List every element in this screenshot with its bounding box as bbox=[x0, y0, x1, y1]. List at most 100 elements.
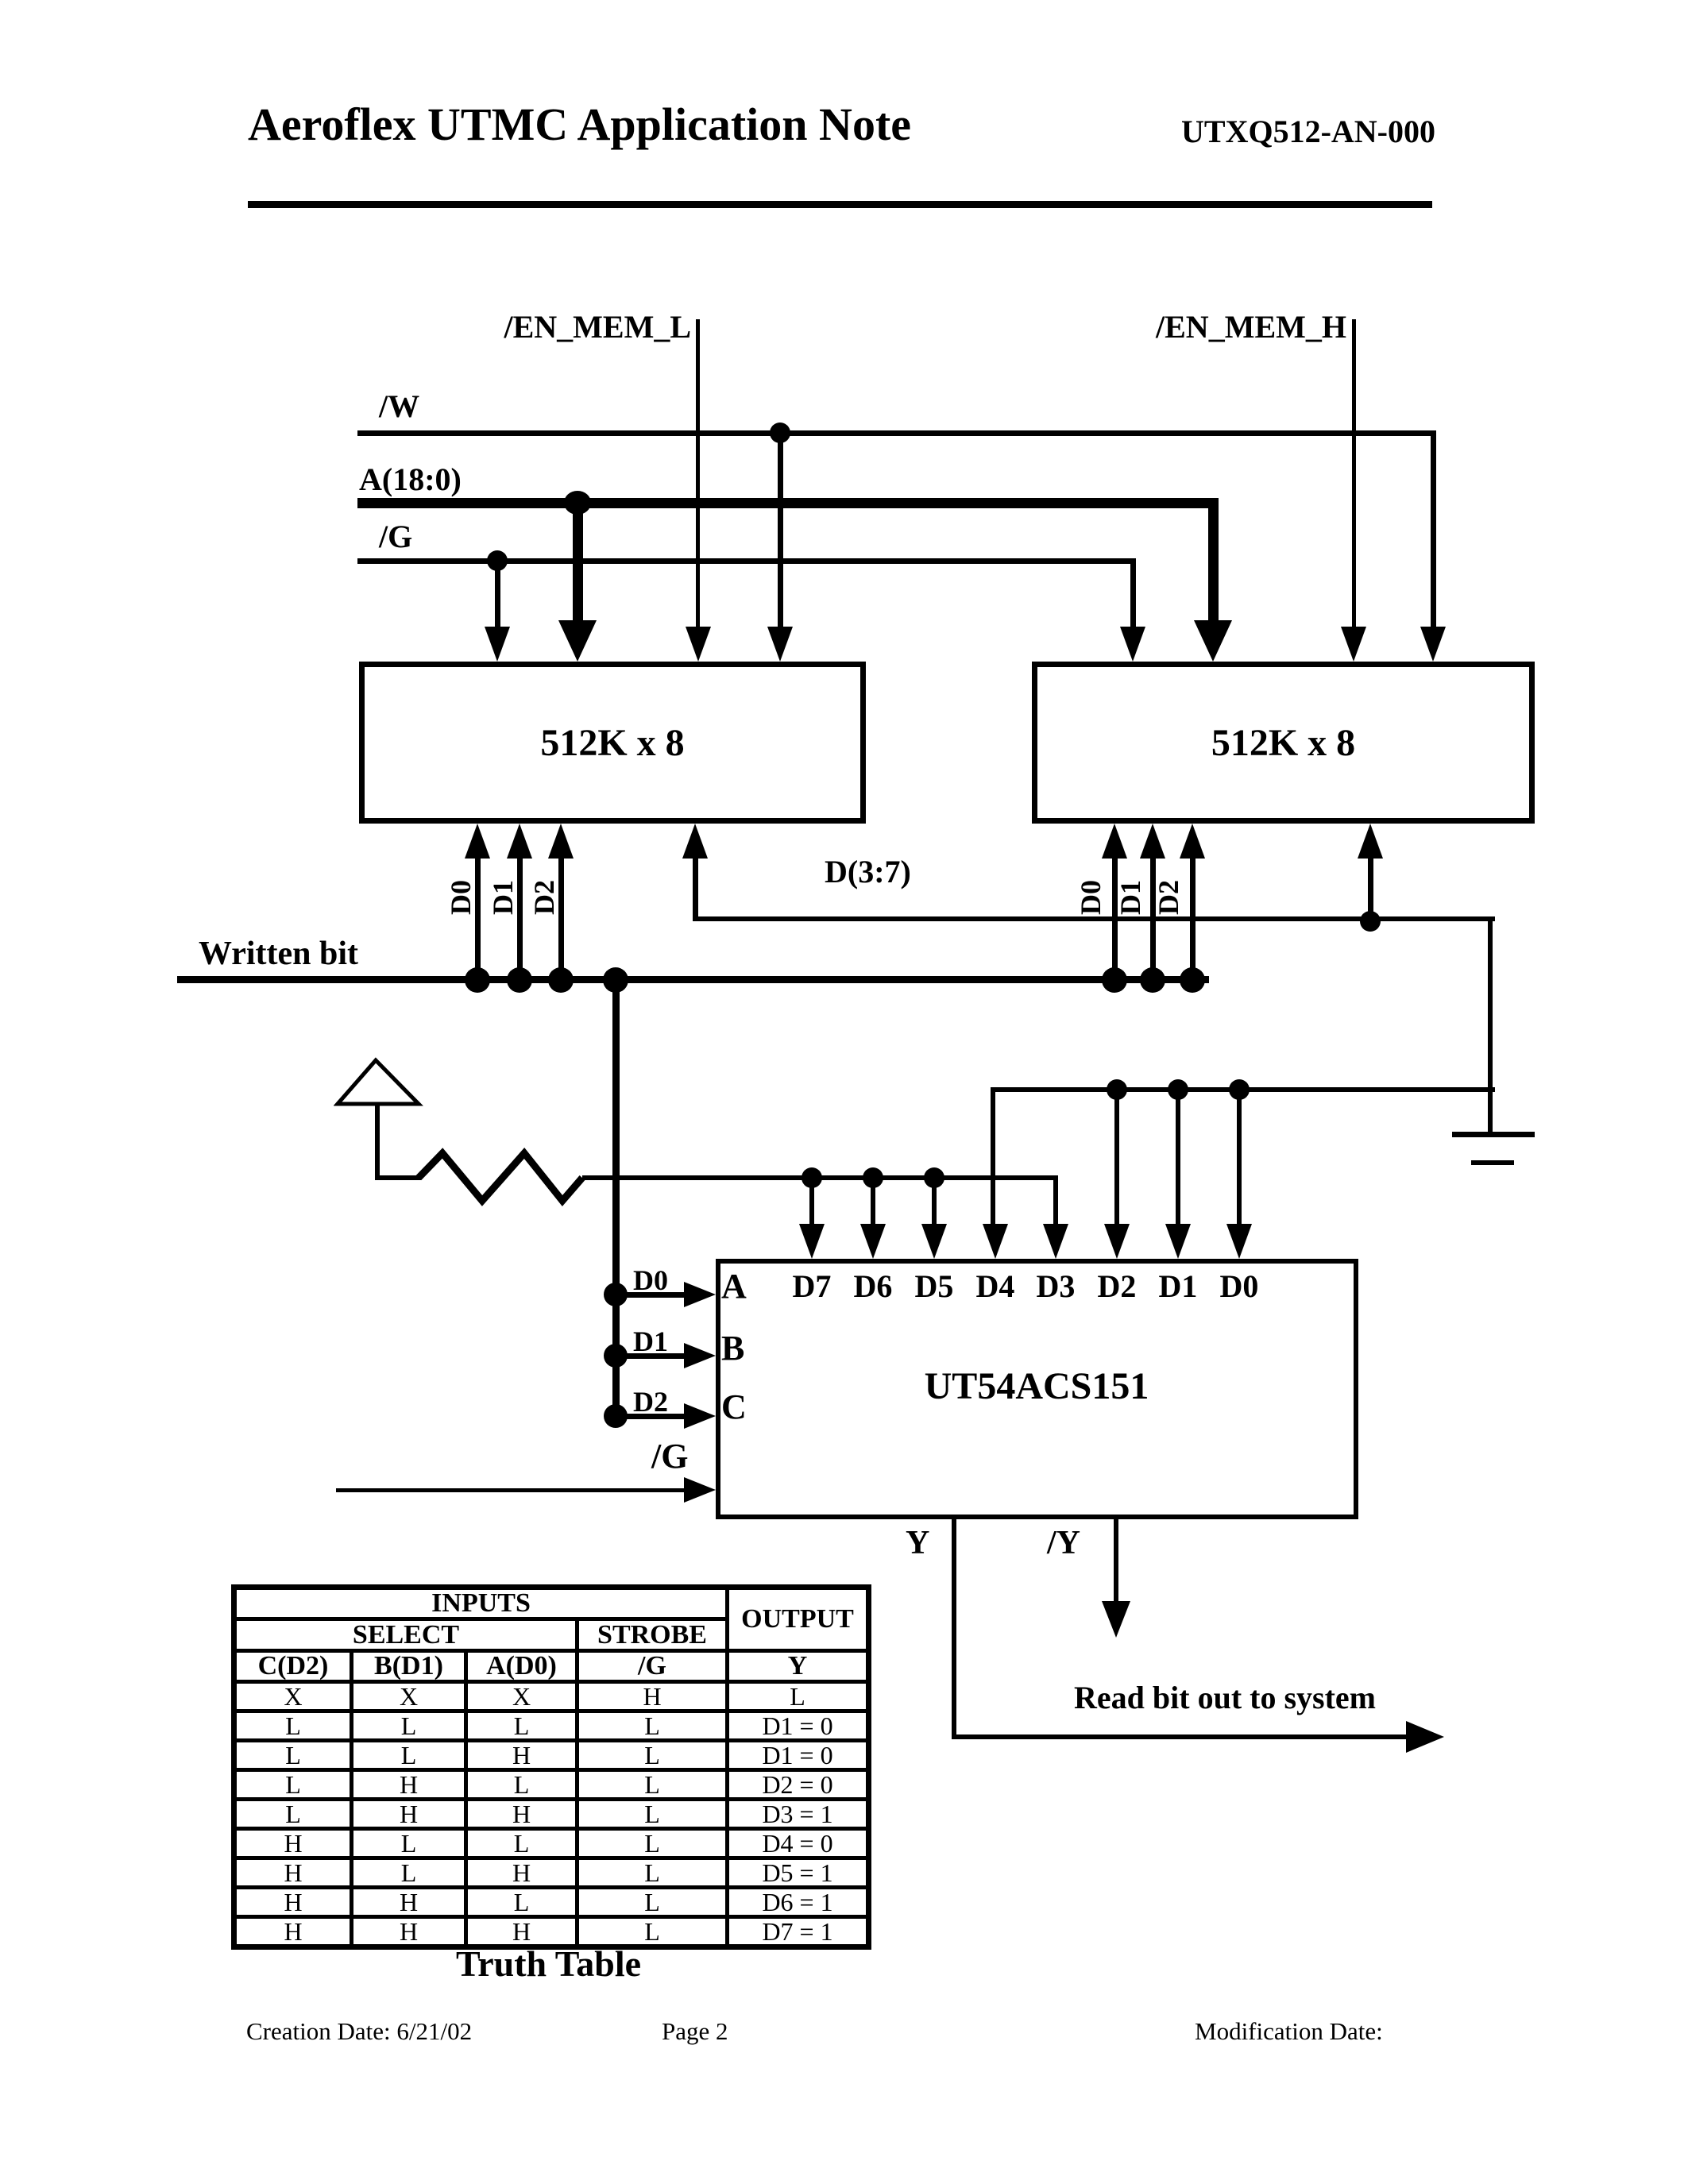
mux-d7-wire bbox=[809, 1178, 814, 1227]
footer-creation-date: Creation Date: 6/21/02 bbox=[246, 2017, 473, 2045]
junction-dot bbox=[1102, 967, 1127, 993]
arrow-right-icon bbox=[684, 1282, 716, 1307]
table-cell: H bbox=[350, 1915, 468, 1949]
arrow-down-icon bbox=[767, 627, 793, 662]
write-branch-right bbox=[1431, 430, 1436, 630]
junction-dot bbox=[564, 491, 591, 515]
y-inv-output-wire bbox=[1114, 1519, 1118, 1603]
mux-part-number: UT54ACS151 bbox=[924, 1365, 1149, 1407]
data-wire-d1 bbox=[1150, 851, 1156, 981]
arrow-down-icon bbox=[1104, 1224, 1130, 1259]
arrow-right-icon bbox=[684, 1477, 716, 1503]
table-cell: L bbox=[232, 1768, 353, 1801]
junction-dot bbox=[465, 967, 490, 993]
mux-d3-wire bbox=[1053, 1178, 1058, 1227]
truth-table: INPUTS OUTPUT SELECT STROBE C(D2) B(D1) … bbox=[231, 1584, 872, 1950]
junction-dot bbox=[507, 967, 532, 993]
data-bus-label: D(3:7) bbox=[825, 854, 911, 889]
pin-label-d0: D0 bbox=[445, 880, 477, 915]
memory-block-label: 512K x 8 bbox=[1211, 721, 1356, 764]
en-mem-h-label: /EN_MEM_H bbox=[1156, 309, 1346, 345]
pin-label-d2: D2 bbox=[528, 880, 560, 915]
table-cell: L bbox=[464, 1885, 579, 1919]
pin-label-d1: D1 bbox=[487, 880, 519, 915]
pin-label-d0: D0 bbox=[1075, 880, 1107, 915]
select-wire-a bbox=[616, 1292, 686, 1298]
table-cell: L bbox=[574, 1915, 730, 1949]
address-bus-wire bbox=[357, 498, 1219, 508]
pullup-network bbox=[334, 1057, 585, 1207]
table-cell: L bbox=[574, 1856, 730, 1889]
arrow-down-icon bbox=[1226, 1224, 1252, 1259]
junction-dot bbox=[770, 423, 790, 443]
select-feed-wire bbox=[612, 979, 620, 1418]
table-cell: D4 = 0 bbox=[725, 1827, 871, 1860]
ground-wire bbox=[1488, 917, 1493, 1136]
output-enable-wire bbox=[357, 558, 1136, 564]
memory-block-label: 512K x 8 bbox=[540, 721, 685, 764]
table-header: C(D2) bbox=[232, 1649, 353, 1684]
table-header: B(D1) bbox=[350, 1649, 468, 1684]
strobe-wire bbox=[336, 1488, 697, 1492]
arrow-down-icon bbox=[860, 1224, 886, 1259]
junction-dot bbox=[1140, 967, 1165, 993]
table-header: OUTPUT bbox=[725, 1585, 871, 1653]
write-branch-left bbox=[778, 433, 783, 630]
table-cell: L bbox=[232, 1797, 353, 1831]
table-cell: L bbox=[464, 1827, 579, 1860]
table-cell: H bbox=[232, 1915, 353, 1949]
table-cell: H bbox=[232, 1827, 353, 1860]
mux-pin-d6: D6 bbox=[853, 1268, 893, 1304]
junction-dot bbox=[548, 967, 574, 993]
table-cell: L bbox=[574, 1885, 730, 1919]
table-cell: H bbox=[464, 1915, 579, 1949]
table-cell: X bbox=[464, 1680, 579, 1713]
table-header: /G bbox=[574, 1649, 730, 1684]
data-bus-wire bbox=[1368, 851, 1373, 921]
table-cell: H bbox=[464, 1738, 579, 1772]
table-cell: L bbox=[350, 1827, 468, 1860]
table-cell: L bbox=[464, 1768, 579, 1801]
arrow-down-icon bbox=[1043, 1224, 1068, 1259]
mux-pin-d5: D5 bbox=[914, 1268, 954, 1304]
mux-output-y-label: Y bbox=[906, 1525, 930, 1561]
mux-pin-d7: D7 bbox=[792, 1268, 832, 1304]
table-cell: L bbox=[574, 1827, 730, 1860]
table-cell: D2 = 0 bbox=[725, 1768, 871, 1801]
mux-select-b: B bbox=[721, 1329, 745, 1368]
arrow-down-icon bbox=[799, 1224, 825, 1259]
table-cell: D1 = 0 bbox=[725, 1709, 871, 1742]
mux-d2-wire bbox=[1114, 1087, 1119, 1227]
mux-pin-d2: D2 bbox=[1097, 1268, 1137, 1304]
memory-block-low: 512K x 8 bbox=[359, 662, 866, 824]
mux-d5-wire bbox=[932, 1178, 937, 1227]
ground-icon bbox=[1452, 1132, 1535, 1137]
output-enable-label: /G bbox=[379, 519, 413, 554]
bus-arrow-down-icon bbox=[558, 620, 597, 662]
table-cell: L bbox=[574, 1768, 730, 1801]
mux-d6-wire bbox=[871, 1178, 875, 1227]
table-cell: H bbox=[574, 1680, 730, 1713]
arrow-down-icon bbox=[686, 627, 711, 662]
mux-pin-d4: D4 bbox=[975, 1268, 1015, 1304]
arrow-down-icon bbox=[1341, 627, 1366, 662]
arrow-down-icon bbox=[1102, 1601, 1130, 1638]
vcc-triangle-icon bbox=[334, 1057, 423, 1106]
table-cell: D5 = 1 bbox=[725, 1856, 871, 1889]
junction-dot bbox=[1180, 967, 1205, 993]
table-cell: H bbox=[350, 1797, 468, 1831]
resistor-icon bbox=[415, 1148, 585, 1207]
mux-pin-d1: D1 bbox=[1158, 1268, 1198, 1304]
arrow-down-icon bbox=[983, 1224, 1008, 1259]
junction-dot bbox=[1360, 911, 1381, 932]
select-wire-label-d1: D1 bbox=[633, 1325, 668, 1357]
table-cell: D6 = 1 bbox=[725, 1885, 871, 1919]
table-header: A(D0) bbox=[464, 1649, 579, 1684]
table-cell: H bbox=[232, 1856, 353, 1889]
